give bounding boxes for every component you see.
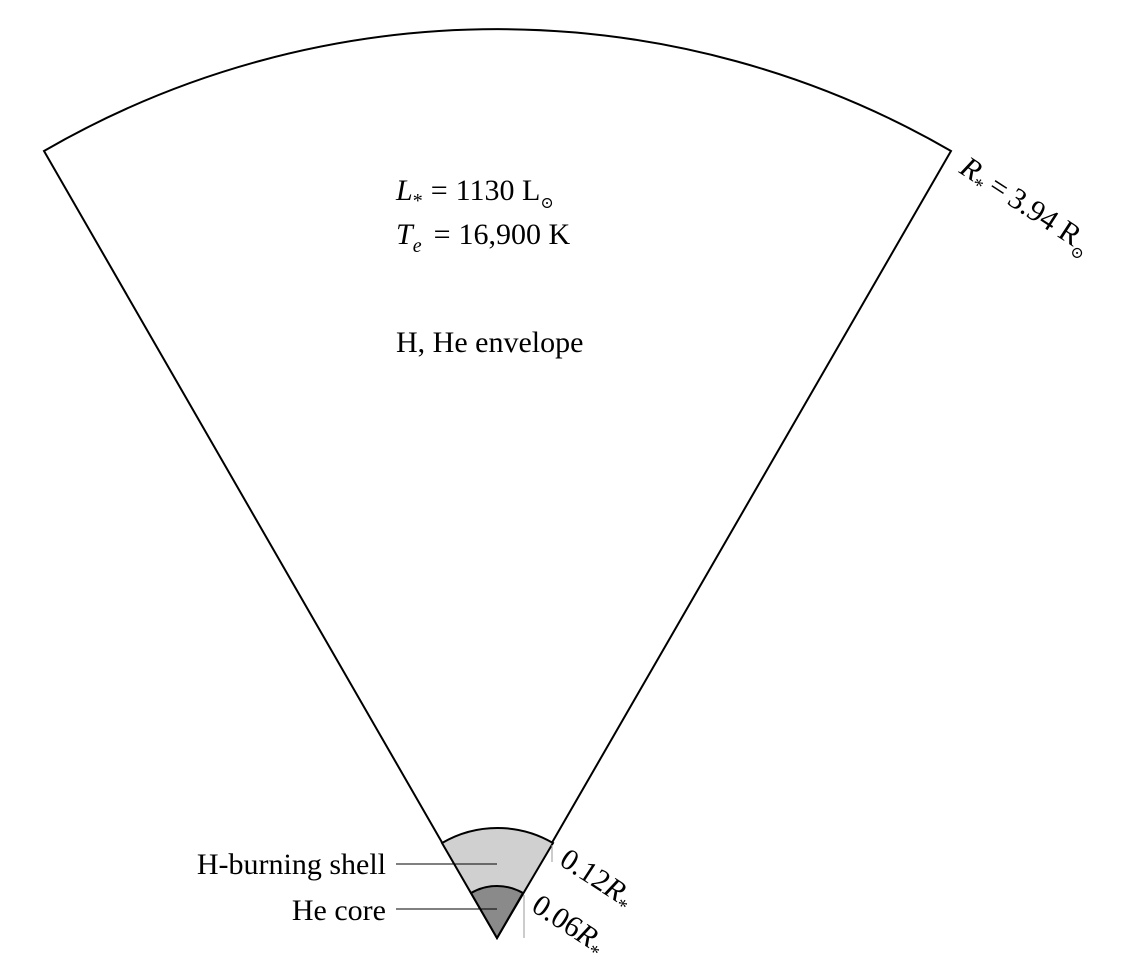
core-wedge [469,885,525,940]
core-label: He core [292,894,386,927]
shell-label: H-burning shell [197,848,386,881]
luminosity-label: L*=1130 L⊙ [395,174,554,212]
envelope-label: H, He envelope [396,326,583,359]
core-radius-label: 0.06R* [523,888,611,964]
envelope-wedge [42,28,953,941]
shell-wedge [440,826,555,940]
total-radius-label: R*=3.94 R⊙ [951,150,1099,264]
temperature-label: Te=16,900 K [396,218,571,257]
